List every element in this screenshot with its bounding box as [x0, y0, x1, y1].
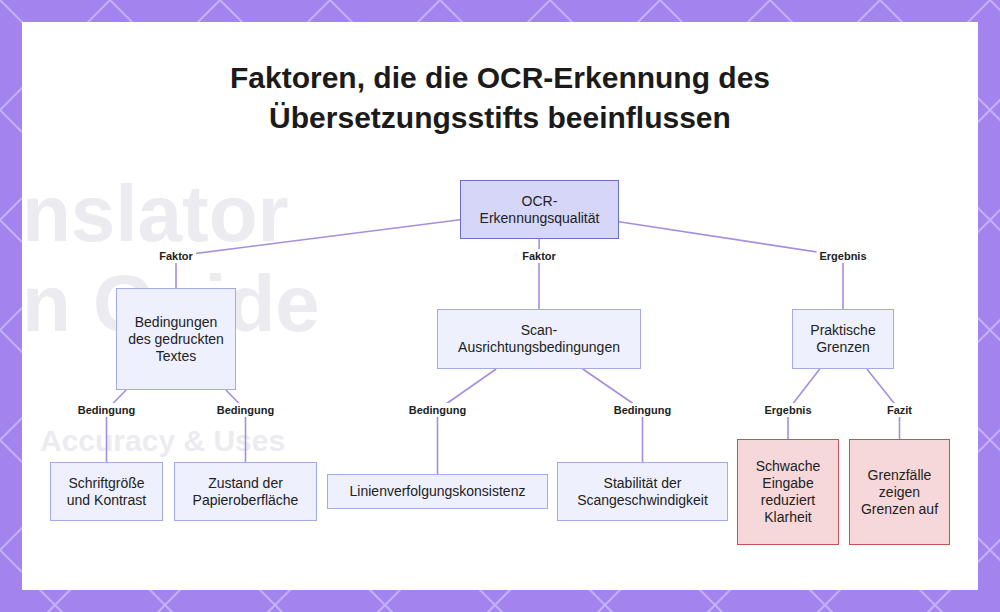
node-text: Stabilität der Scangeschwindigkeit — [566, 475, 719, 509]
connector-line — [226, 390, 246, 462]
node-text-group: Praktische Grenzen — [801, 322, 885, 356]
condition-box: Stabilität der Scangeschwindigkeit — [557, 462, 728, 521]
node-text: Bedingungen des gedruckten Textes — [125, 314, 227, 365]
node-text-group: Stabilität der Scangeschwindigkeit — [566, 475, 719, 509]
edge-label: Faktor — [156, 249, 196, 263]
condition-box: Zustand der Papieroberfläche — [174, 462, 317, 521]
node-text-group: OCR-Erkennungsqualität — [469, 193, 610, 227]
node-text-group: Grenzfälle zeigen Grenzen auf — [858, 467, 941, 518]
result-box: Praktische Grenzen — [792, 309, 894, 369]
outcome-box: Grenzfälle zeigen Grenzen auf — [849, 439, 950, 545]
connector-line — [438, 369, 497, 474]
edge-label: Bedingung — [611, 403, 674, 417]
node-text-group: Zustand der Papieroberfläche — [183, 475, 308, 509]
condition-box: Schriftgröße und Kontrast — [50, 462, 163, 521]
node-text: Praktische Grenzen — [801, 322, 885, 356]
edge-label: Faktor — [519, 249, 559, 263]
node-text: Grenzfälle zeigen Grenzen auf — [858, 467, 941, 518]
node-text: Scan-Ausrichtungsbedingungen — [446, 322, 632, 356]
edge-label: Bedingung — [75, 403, 138, 417]
node-text-group: Schwache Eingabe reduziert Klarheit — [746, 458, 830, 526]
factor-box: Bedingungen des gedruckten Textes — [116, 288, 236, 390]
connector-line — [107, 390, 127, 462]
node-text-group: Linienverfolgungskonsistenz — [350, 483, 526, 500]
connector-line — [619, 222, 843, 309]
connector-line — [176, 220, 460, 288]
edge-label: Ergebnis — [816, 249, 869, 263]
edge-label: Fazit — [884, 403, 915, 417]
node-text-group: Scan-Ausrichtungsbedingungen — [446, 322, 632, 356]
node-text: OCR-Erkennungsqualität — [469, 193, 610, 227]
diagram-title: Faktoren, die die OCR-Erkennung des Über… — [180, 58, 820, 138]
watermark-text: Accuracy & Uses — [40, 424, 285, 458]
edge-label: Ergebnis — [761, 403, 814, 417]
outcome-box: Schwache Eingabe reduziert Klarheit — [737, 439, 839, 545]
node-text: Zustand der Papieroberfläche — [183, 475, 308, 509]
edge-label: Bedingung — [406, 403, 469, 417]
node-text-group: Bedingungen des gedruckten Textes — [125, 314, 227, 365]
node-text: Schwache Eingabe reduziert Klarheit — [746, 458, 830, 526]
condition-box: Linienverfolgungskonsistenz — [327, 474, 548, 509]
factor-box: Scan-Ausrichtungsbedingungen — [437, 309, 641, 369]
root-box: OCR-Erkennungsqualität — [460, 180, 619, 239]
node-text: Linienverfolgungskonsistenz — [350, 483, 526, 500]
edge-label: Bedingung — [214, 403, 277, 417]
node-text-group: Schriftgröße und Kontrast — [59, 475, 154, 509]
node-text: Schriftgröße und Kontrast — [59, 475, 154, 509]
